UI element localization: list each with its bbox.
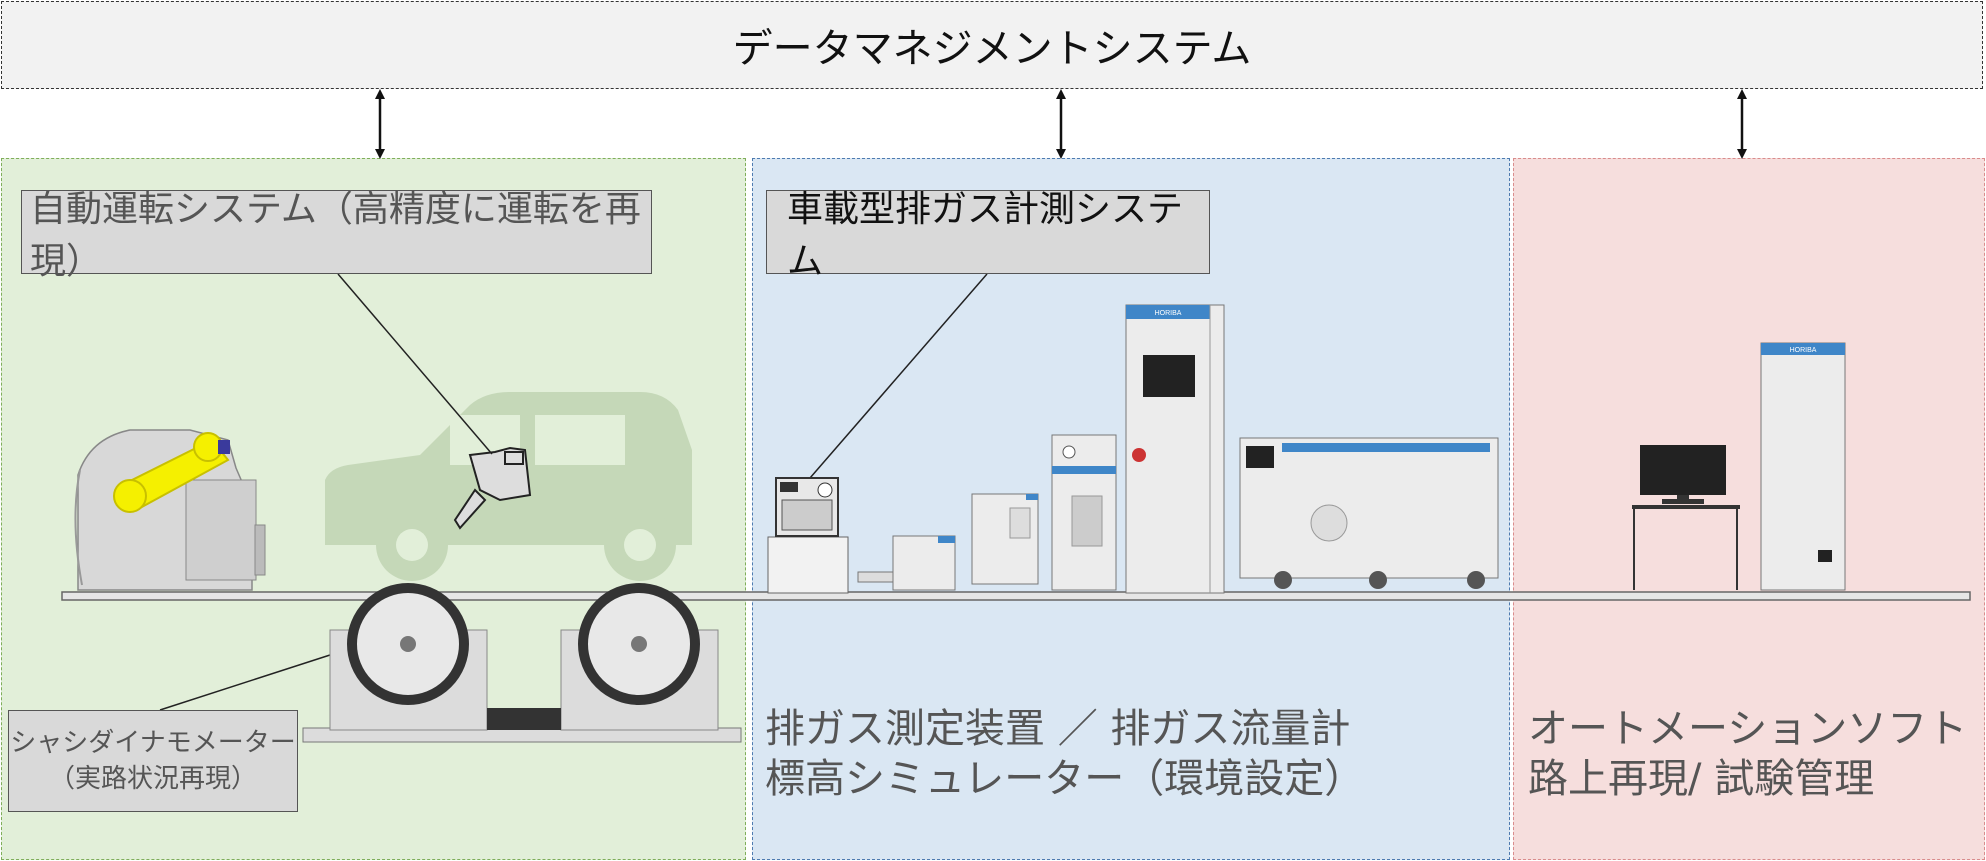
automation-description-line2: 路上再現/ 試験管理 (1528, 756, 1875, 802)
altitude-simulator-tall-icon (1125, 304, 1225, 594)
chassis-callout-leader (159, 654, 331, 711)
data-management-system-bar: データマネジメントシステム (1, 1, 1983, 89)
environment-cart-icon (1239, 437, 1499, 589)
autonomous-driving-callout: 自動運転システム（高精度に運転を再現） (21, 189, 652, 282)
driving-robot-icon (453, 446, 532, 530)
emissions-analyzer-medium-icon (1051, 434, 1117, 591)
floor-rail (61, 591, 1971, 601)
bidirectional-arrows (375, 89, 1747, 159)
brand-label-emissions: HORIBA (1155, 310, 1182, 317)
pems-unit-icon (767, 477, 849, 594)
chassis-dynamometer-icon (302, 583, 742, 743)
chassis-dyno-callout: シャシダイナモメーター （実路状況再現） (8, 710, 298, 812)
pems-callout: 車載型排ガス計測システム (766, 189, 1210, 282)
workstation-monitor-icon (1632, 445, 1740, 590)
automation-rack-icon (1760, 342, 1846, 591)
emissions-callout-leader (809, 273, 988, 479)
emissions-analyzer-small-icon (971, 493, 1039, 585)
automation-software-zone (1513, 158, 1985, 860)
data-management-system-label: データマネジメントシステム (732, 26, 1252, 72)
automation-description-line1: オートメーションソフト (1528, 706, 1968, 752)
emissions-description-line1: 排ガス測定装置 ／ 排ガス流量計 (765, 706, 1351, 752)
autonomous-callout-leader (337, 273, 493, 455)
chassis-dyno-callout-line2: （実路状況再現） (48, 764, 257, 794)
pems-callout-text: 車載型排ガス計測システム (787, 189, 1184, 282)
blower-machine-icon (74, 429, 266, 591)
emissions-description-line2: 標高シミュレーター（環境設定） (765, 756, 1365, 802)
emissions-description: 排ガス測定装置 ／ 排ガス流量計 標高シミュレーター（環境設定） (765, 704, 1364, 804)
exhaust-flowmeter-icon (857, 535, 956, 591)
autonomous-driving-callout-text: 自動運転システム（高精度に運転を再現） (30, 189, 641, 282)
automation-description: オートメーションソフト 路上再現/ 試験管理 (1528, 704, 1967, 804)
brand-label-automation: HORIBA (1790, 347, 1817, 354)
chassis-dyno-callout-line1: シャシダイナモメーター (10, 728, 296, 758)
